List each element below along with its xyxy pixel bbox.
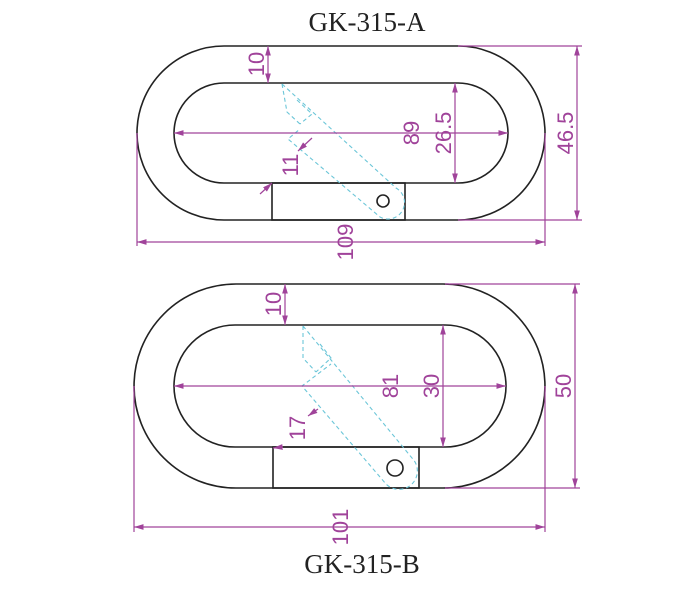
dim-gate-width-b-label: 17 [285,416,310,440]
gate-sleeve-b [272,446,420,489]
dim-inner-width-b-label: 30 [419,374,444,398]
gate-sleeve-a [271,182,406,221]
dim-outer-width-b-label: 50 [551,374,576,398]
dim-outer-length-a-label: 109 [333,224,358,261]
dim-outer-length-b: 101 [133,386,546,546]
gate-lever-hidden-a [281,83,406,220]
inner-outline-b [173,324,507,448]
title-b: GK-315-B [304,549,420,579]
inner-outline-a [173,82,509,184]
pivot-pin-a [376,194,390,208]
dim-inner-length-a-label: 89 [399,121,424,145]
dim-inner-length-b-label: 81 [378,374,403,398]
dim-inner-length-b: 81 [174,374,506,398]
dim-outer-width-a: 46.5 [458,45,582,221]
carabiner-b: 10 81 30 50 101 17 GK-315-B [133,283,580,579]
dim-outer-length-b-label: 101 [328,509,353,546]
dim-gate-width-a: 11 [259,137,313,195]
dim-inner-length-a: 89 [174,121,508,145]
dim-outer-length-a: 109 [136,133,546,261]
dim-wall-b-label: 10 [261,292,286,316]
pivot-pin-b [386,459,404,477]
dim-gate-width-a-label: 11 [278,154,303,177]
outer-outline-b [133,283,546,489]
dim-inner-width-a: 26.5 [431,83,458,183]
dim-inner-width-a-label: 26.5 [431,112,456,155]
gate-lever-hidden-b [301,325,418,490]
dim-wall-a-label: 10 [244,52,269,76]
dim-gate-width-b: 17 [272,408,319,450]
dim-wall-b: 10 [261,284,288,325]
dim-inner-width-b: 30 [419,325,446,447]
dim-outer-width-a-label: 46.5 [553,112,578,155]
title-a: GK-315-A [309,7,426,37]
dim-wall-a: 10 [244,46,271,83]
carabiner-a: GK-315-A 10 89 26.5 46.5 [136,7,582,261]
dim-outer-width-b: 50 [445,283,580,489]
